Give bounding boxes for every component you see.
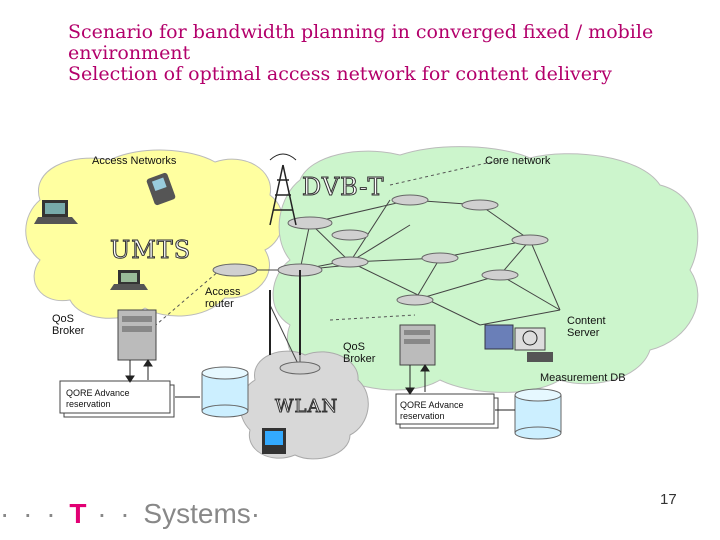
qos-broker-left-label-1: QoS [52, 313, 74, 325]
title-line-1: Scenario for bandwidth planning in conve… [68, 21, 654, 43]
qore-left-label-2: reservation [66, 399, 111, 409]
network-diagram: Access Networks Core network DVB-T UMTS … [25, 146, 699, 460]
laptop-icon [34, 200, 78, 224]
wlan-label: WLAN [275, 396, 338, 417]
qos-broker-core-label-2: Broker [343, 353, 376, 365]
access-networks-label: Access Networks [92, 155, 177, 167]
logo-dots-mid: · · [86, 498, 144, 529]
access-networks-cloud [25, 149, 284, 319]
wlan-computer-icon [262, 428, 286, 454]
pda-icon [146, 172, 176, 206]
qore-left-box [59, 380, 175, 418]
page-number: 17 [660, 491, 677, 508]
dvbt-tower-icon [269, 153, 297, 226]
content-server-icon [484, 324, 553, 362]
access-router-label-1: Access [205, 286, 241, 298]
qore-right-label-1: QORE Advance [400, 400, 464, 410]
dvbt-label: DVB-T [302, 173, 385, 201]
logo-systems: Systems [143, 498, 251, 529]
signaling-links [149, 159, 501, 331]
access-router-label-2: router [205, 298, 234, 310]
qore-right-label-2: reservation [400, 411, 445, 421]
qos-broker-left-label-2: Broker [52, 325, 85, 337]
measurement-db-label: Measurement DB [540, 372, 626, 384]
database-left-icon [201, 366, 249, 418]
qos-broker-core-label-1: QoS [343, 341, 365, 353]
qore-right-box [395, 393, 499, 429]
content-server-label-2: Server [567, 327, 600, 339]
tsystems-logo: · · · T · · Systems· [0, 498, 263, 530]
title-line-3: Selection of optimal access network for … [68, 63, 612, 85]
content-server-label-1: Content [567, 315, 606, 327]
logo-dots-left: · · · [0, 498, 70, 529]
laptop-umts-icon [110, 270, 148, 290]
core-network-cloud [272, 146, 699, 393]
core-network-label: Core network [485, 155, 551, 167]
umts-label: UMTS [110, 236, 191, 264]
title-line-2: environment [68, 42, 191, 64]
slide-title: Scenario for bandwidth planning in conve… [68, 22, 698, 85]
qore-left-label-1: QORE Advance [66, 388, 130, 398]
arrows [125, 359, 515, 411]
qos-broker-core-server-icon [399, 324, 436, 366]
measurement-db-icon [514, 388, 562, 440]
routers [212, 194, 549, 375]
logo-t: T [69, 498, 87, 529]
logo-dot-end: · [250, 498, 264, 529]
qos-broker-left-server-icon [117, 309, 157, 361]
